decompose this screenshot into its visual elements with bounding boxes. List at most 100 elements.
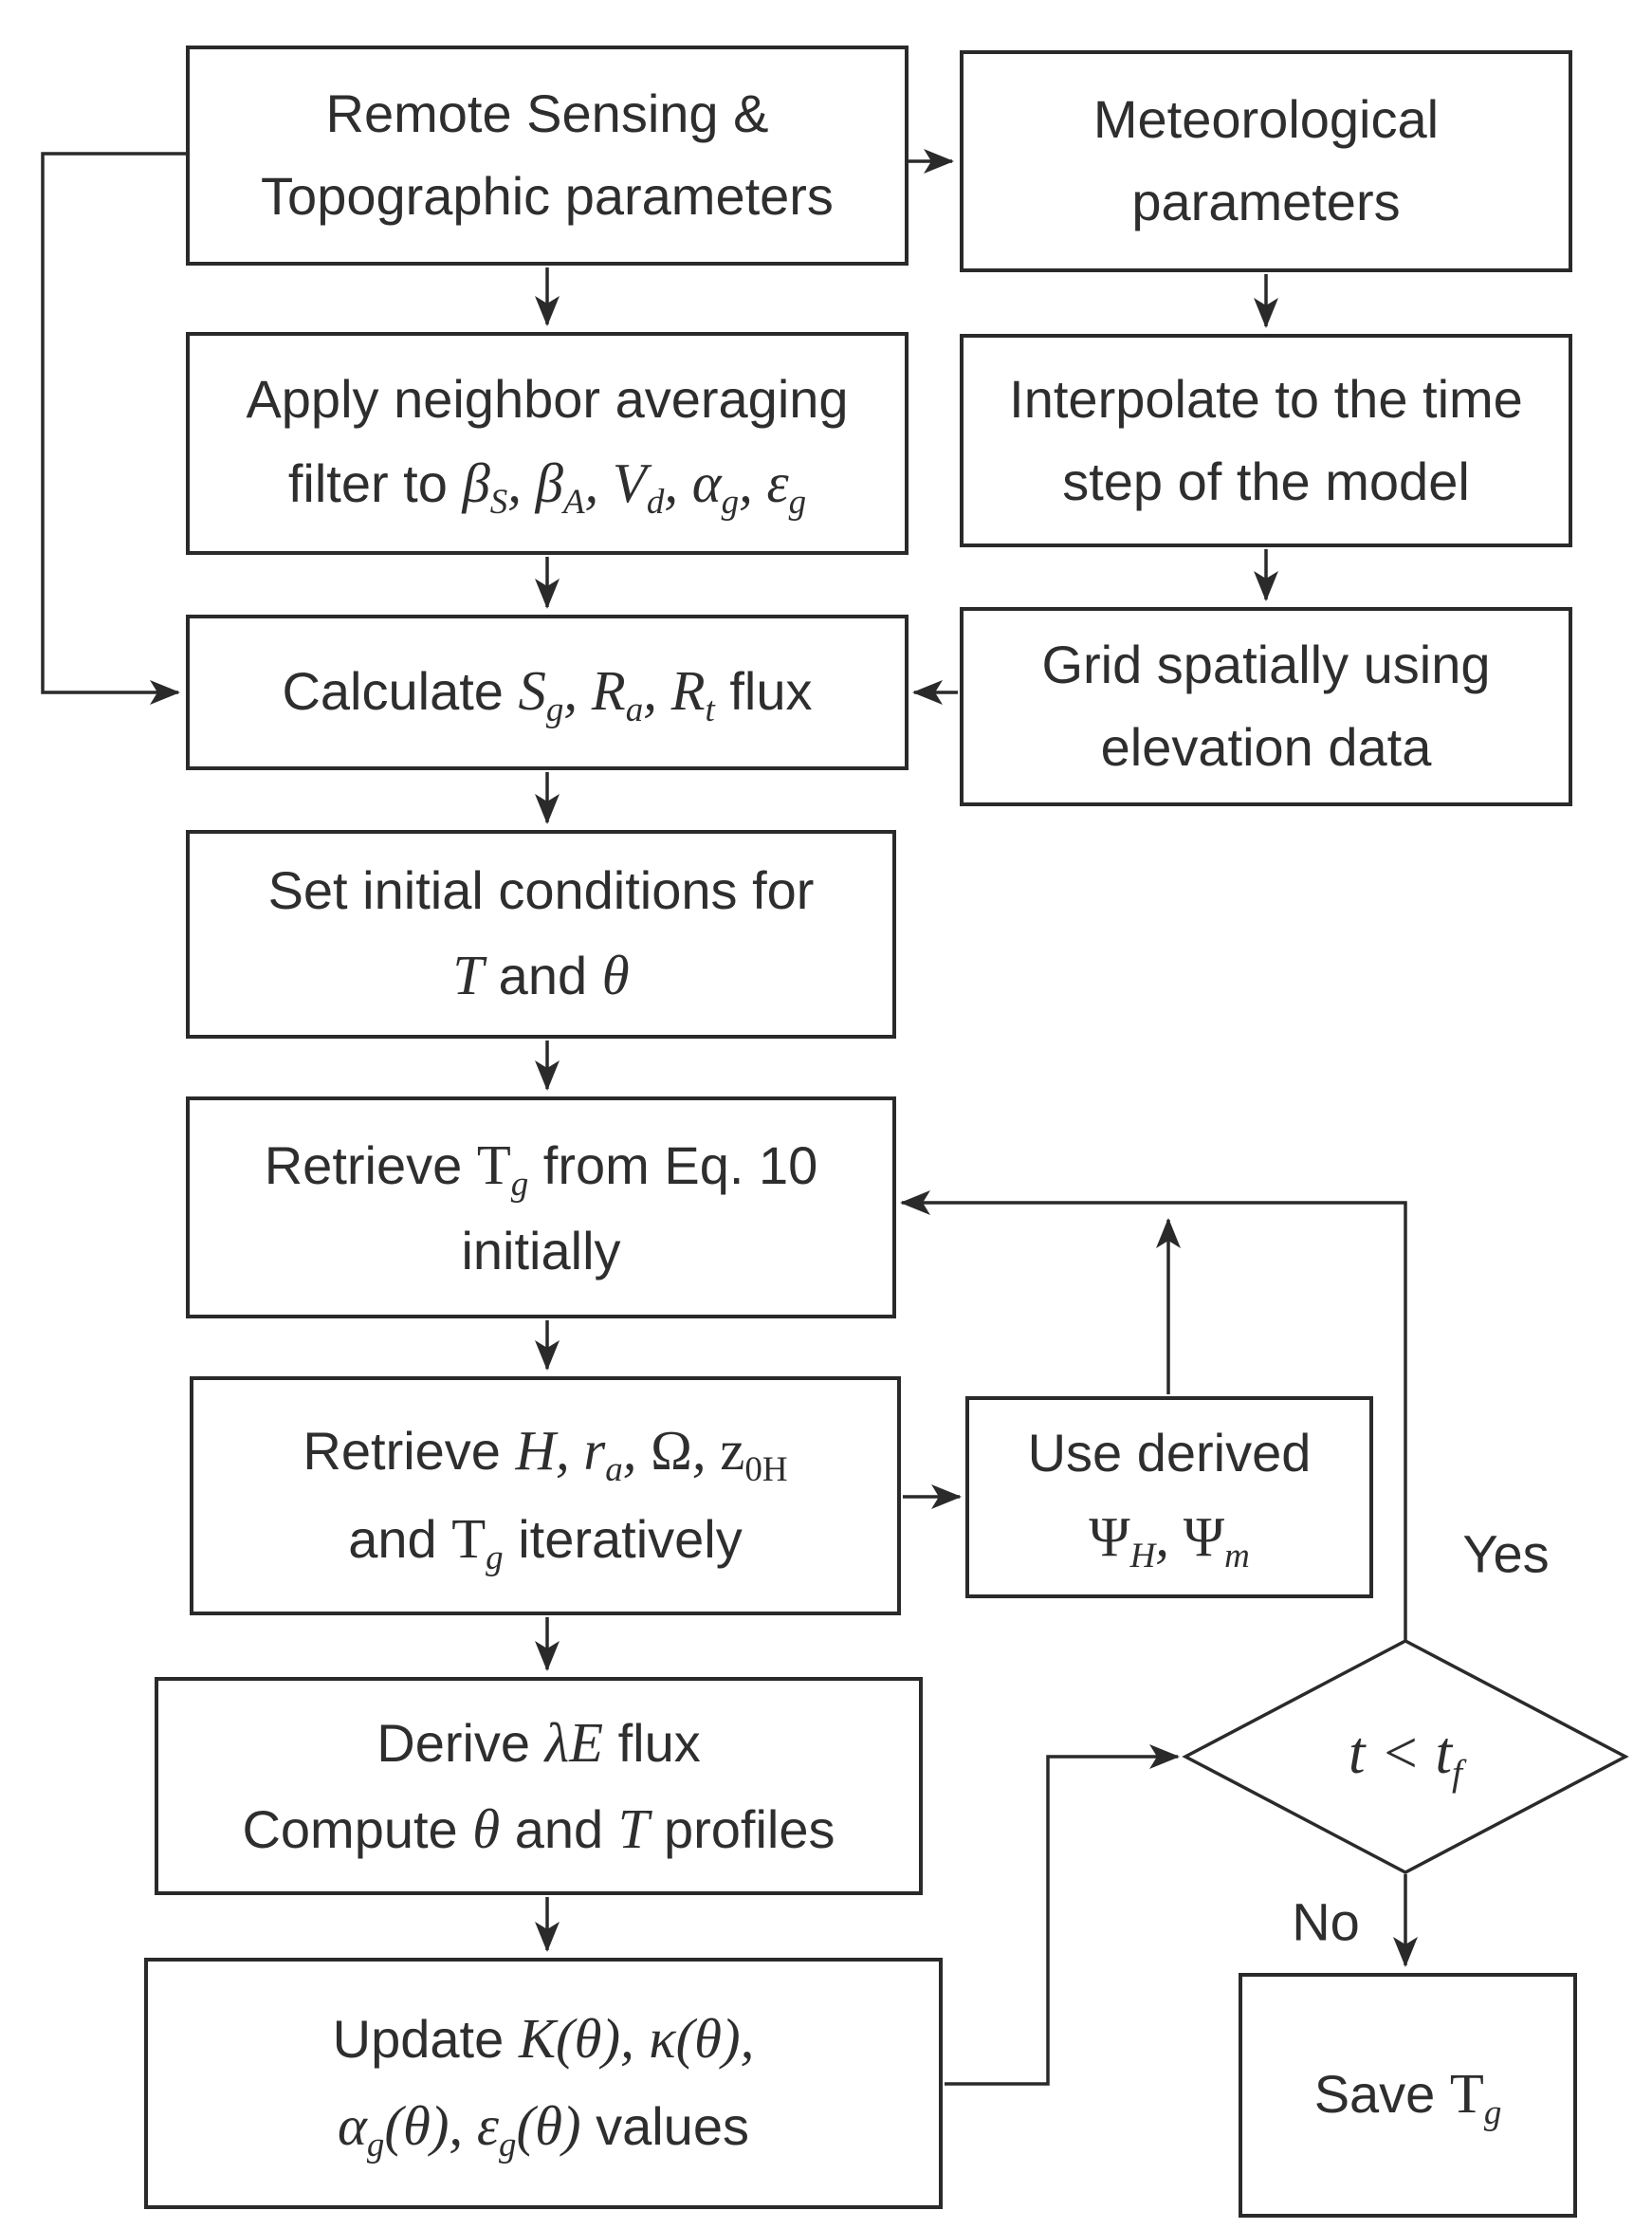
node-calculate-flux: Calculate Sg, Ra, Rt flux — [186, 615, 909, 770]
node-grid-spatially: Grid spatially using elevation data — [960, 607, 1572, 806]
math-symbol: ε — [476, 2094, 499, 2157]
math-subscript: g — [499, 2124, 517, 2164]
text-run: , — [643, 660, 671, 723]
text-line: elevation data — [1101, 707, 1432, 789]
text-run: Update — [332, 2009, 519, 2070]
arrow-update-to-decision — [945, 1744, 1180, 2086]
text-run: Meteorological — [1092, 89, 1440, 150]
math-subscript: f — [1452, 1751, 1463, 1794]
math-symbol: T — [451, 1508, 486, 1570]
text-run: parameters — [1131, 172, 1401, 231]
math-symbol: α — [691, 452, 722, 515]
text-line: Compute θ and T profiles — [242, 1786, 835, 1872]
text-run: from Eq. 10 — [528, 1135, 818, 1196]
text-run: , — [1155, 1506, 1184, 1569]
math-symbol: κ(θ), — [649, 2008, 755, 2071]
math-symbol: θ — [601, 944, 630, 1006]
text-line: initially — [461, 1210, 620, 1293]
text-line: step of the model — [1062, 441, 1470, 524]
text-run: Apply neighbor averaging — [246, 368, 849, 429]
node-meteorological: Meteorological parameters — [960, 50, 1572, 272]
math-subscript: S — [489, 482, 508, 522]
text-run: , — [555, 1419, 584, 1482]
math-subscript: a — [605, 1448, 623, 1488]
arrow-loop-remote-to-calc — [41, 152, 186, 705]
text-run: and — [348, 1509, 452, 1569]
text-run: elevation data — [1100, 717, 1432, 777]
text-run: Derive — [376, 1712, 545, 1773]
text-run — [634, 2009, 650, 2069]
math-subscript: A — [562, 482, 585, 522]
text-line: Calculate Sg, Ra, Rt flux — [282, 648, 812, 736]
text-run: Calculate — [282, 661, 519, 722]
math-symbol: ε — [766, 452, 789, 515]
math-symbol: z — [720, 1419, 745, 1482]
math-symbol: (θ), — [384, 2094, 477, 2157]
decision-label: t < tf — [1349, 1719, 1462, 1795]
text-run: initially — [461, 1221, 621, 1281]
text-run: Interpolate to the time — [1009, 368, 1523, 429]
text-run: step of the model — [1062, 451, 1470, 511]
node-derive-le-flux: Derive λE flux Compute θ and T profiles — [155, 1677, 923, 1895]
math-symbol: α — [338, 2094, 367, 2157]
text-run: Yes — [1462, 1523, 1550, 1584]
math-symbol: (θ) — [516, 2094, 581, 2157]
text-line: Update K(θ), κ(θ), — [333, 1996, 755, 2082]
math-subscript: t — [705, 690, 715, 729]
math-subscript: g — [1483, 2092, 1502, 2132]
node-interpolate: Interpolate to the time step of the mode… — [960, 334, 1572, 547]
text-run: Retrieve — [303, 1420, 516, 1481]
text-run: , — [563, 660, 592, 723]
text-line: Meteorological — [1093, 79, 1439, 161]
text-run: Remote Sensing & — [325, 83, 769, 144]
text-line: Use derived — [1028, 1412, 1312, 1495]
text-run: values — [580, 2095, 749, 2156]
math-subscript: g — [545, 690, 564, 729]
text-run: flux — [603, 1712, 701, 1773]
math-symbol: T — [1449, 2063, 1484, 2126]
math-symbol: β — [462, 452, 490, 515]
text-line: αg(θ), εg(θ) values — [338, 2083, 749, 2171]
text-run: Use derived — [1027, 1422, 1312, 1483]
text-run: , — [691, 1419, 721, 1482]
node-initial-conditions: Set initial conditions for T and θ — [186, 830, 896, 1039]
text-line: Remote Sensing & — [326, 73, 769, 156]
math-subscript: a — [625, 690, 644, 729]
text-run: and — [500, 1799, 618, 1859]
text-run: < — [1365, 1720, 1436, 1787]
math-symbol: β — [535, 452, 563, 515]
arrow-yes-feedback-to-retrievetg — [900, 1190, 1407, 1641]
math-subscript: g — [788, 482, 807, 522]
text-line: Grid spatially using — [1041, 624, 1490, 707]
math-symbol: R — [670, 660, 706, 723]
math-subscript: m — [1224, 1536, 1250, 1575]
text-run: Compute — [242, 1799, 473, 1859]
text-line: Topographic parameters — [261, 156, 834, 238]
text-run: and — [484, 945, 602, 1005]
text-run: filter to — [287, 453, 463, 514]
text-line: T and θ — [452, 932, 629, 1019]
text-line: Retrieve H, ra, Ω, z0H — [303, 1408, 787, 1496]
text-line: Derive λE flux — [376, 1700, 700, 1786]
math-symbol: T — [452, 944, 485, 1006]
text-run: , — [584, 452, 613, 515]
math-subscript: g — [366, 2124, 385, 2164]
math-subscript: 0H — [744, 1448, 788, 1488]
math-symbol: θ — [472, 1798, 501, 1860]
node-retrieve-h-iterative: Retrieve H, ra, Ω, z0H and Tg iterativel… — [190, 1376, 901, 1615]
math-symbol: t — [1348, 1720, 1366, 1787]
math-symbol: Ψ — [1089, 1506, 1130, 1569]
text-line: Retrieve Tg from Eq. 10 — [265, 1122, 818, 1210]
text-line: Set initial conditions for — [268, 850, 815, 932]
text-run: No — [1292, 1891, 1360, 1952]
node-save-tg: Save Tg — [1239, 1973, 1577, 2218]
math-symbol: S — [518, 660, 546, 723]
text-run: , — [739, 452, 767, 515]
node-remote-sensing: Remote Sensing & Topographic parameters — [186, 46, 909, 266]
label-no: No — [1292, 1891, 1360, 1953]
math-symbol: T — [617, 1798, 650, 1860]
text-run: iteratively — [503, 1509, 743, 1569]
text-run: flux — [714, 661, 813, 722]
